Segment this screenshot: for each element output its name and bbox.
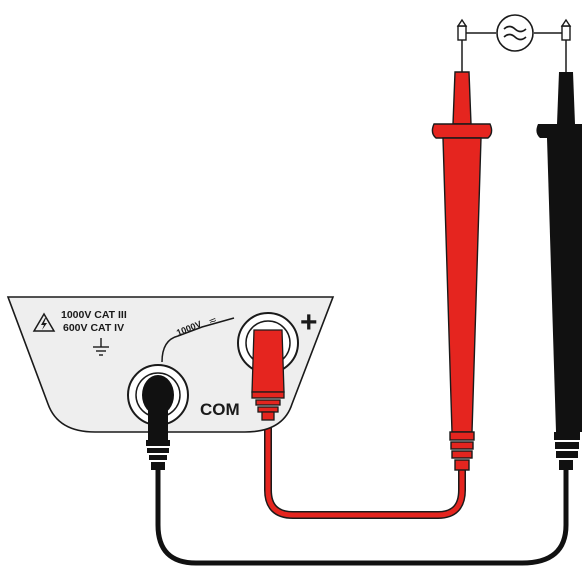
ac-approx-symbol: ≂ xyxy=(207,314,219,327)
rating-line-1: 1000V CAT III xyxy=(61,309,127,321)
red-test-probe[interactable] xyxy=(431,18,493,471)
jack-connector-line xyxy=(161,317,235,363)
ac-source-connection xyxy=(466,14,562,52)
black-lead-cable xyxy=(155,467,569,566)
ac-wave-icon xyxy=(496,14,534,52)
ground-icon xyxy=(93,338,109,356)
rating-line-2: 600V CAT IV xyxy=(63,322,124,334)
warning-triangle-icon xyxy=(32,312,56,332)
com-plug-black[interactable] xyxy=(142,375,174,470)
black-test-probe[interactable] xyxy=(536,18,582,470)
plus-label: + xyxy=(300,306,318,339)
positive-plug-red[interactable] xyxy=(251,329,285,421)
red-lead-cable xyxy=(264,414,466,519)
com-label: COM xyxy=(200,400,240,419)
meter-input-panel: 1000V CAT III 600V CAT IV 1000V ≂ COM + xyxy=(6,296,335,433)
